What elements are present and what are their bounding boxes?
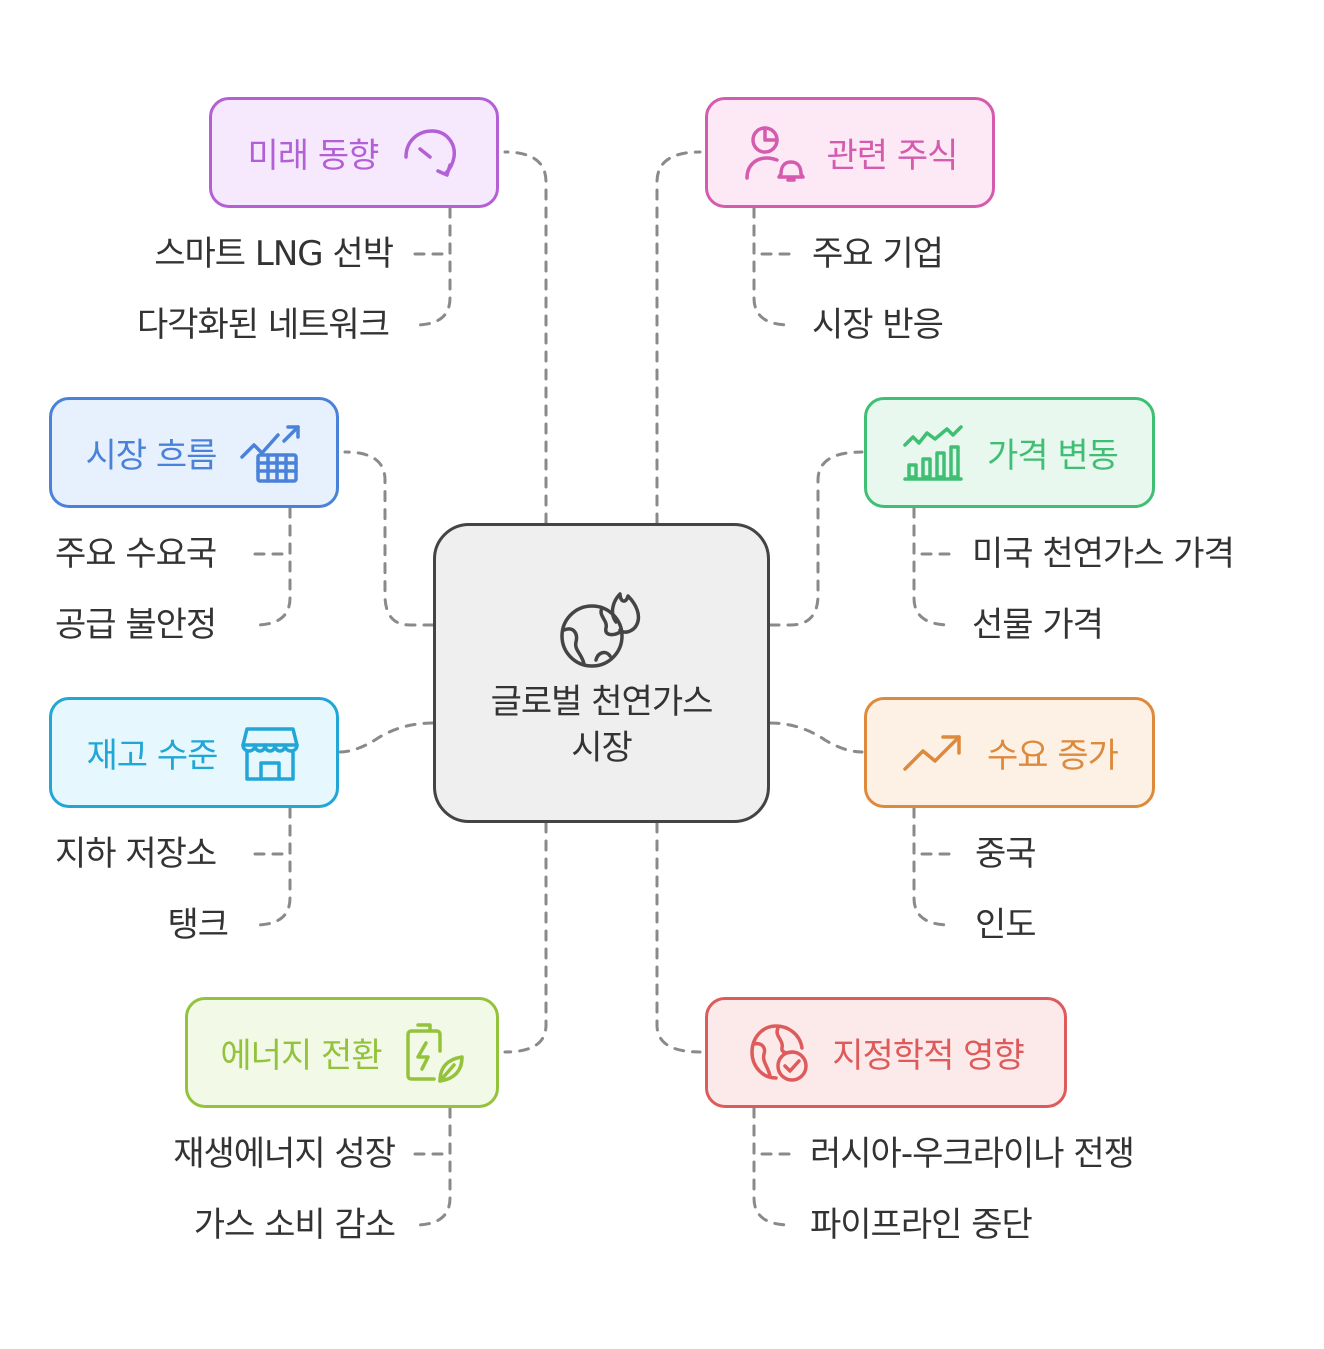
- branch-inventory-label: 재고 수준: [86, 736, 219, 776]
- branch-price-change-label: 가격 변동: [987, 436, 1119, 476]
- trend-up-icon: [903, 734, 961, 771]
- branch-energy-transition[interactable]: 에너지 전환: [185, 997, 499, 1108]
- user-chart-bell-icon: [744, 125, 805, 182]
- branch-market-flow[interactable]: 시장 흐름: [49, 397, 339, 508]
- leaf-diversified-network: 다각화된 네트워크: [136, 305, 390, 345]
- branch-related-stocks[interactable]: 관련 주식: [705, 97, 995, 208]
- bar-chart-trend-icon: [903, 424, 963, 481]
- leaf-us-natural-gas-price: 미국 천연가스 가격: [972, 534, 1235, 574]
- branch-demand-growth-label: 수요 증가: [987, 736, 1119, 776]
- center-topic-node[interactable]: 글로벌 천연가스 시장: [433, 523, 770, 823]
- leaf-tank: 탱크: [167, 905, 229, 945]
- leaf-renewable-growth: 재생에너지 성장: [173, 1134, 396, 1174]
- leaf-major-companies: 주요 기업: [812, 234, 944, 274]
- leaf-china: 중국: [975, 834, 1037, 874]
- rotate-arrow-icon: [404, 128, 457, 177]
- branch-future-trends-label: 미래 동향: [247, 136, 380, 176]
- branch-price-change[interactable]: 가격 변동: [864, 397, 1155, 508]
- leaf-futures-price: 선물 가격: [972, 605, 1104, 645]
- branch-energy-transition-label: 에너지 전환: [220, 1036, 382, 1076]
- building-growth-icon: [240, 424, 301, 483]
- center-topic-title: 글로벌 천연가스 시장: [490, 682, 714, 768]
- leaf-market-reaction: 시장 반응: [812, 305, 944, 345]
- leaf-gas-consumption-decline: 가스 소비 감소: [193, 1205, 396, 1245]
- branch-future-trends[interactable]: 미래 동향: [209, 97, 499, 208]
- leaf-underground-storage: 지하 저장소: [55, 834, 217, 874]
- leaf-pipeline-disruption: 파이프라인 중단: [810, 1205, 1033, 1245]
- globe-check-icon: [750, 1023, 808, 1082]
- branch-geopolitics[interactable]: 지정학적 영향: [705, 997, 1067, 1108]
- branch-market-flow-label: 시장 흐름: [85, 436, 218, 476]
- leaf-major-demand-countries: 주요 수요국: [55, 534, 217, 574]
- branch-related-stocks-label: 관련 주식: [826, 136, 959, 176]
- leaf-supply-instability: 공급 불안정: [55, 605, 217, 645]
- branch-demand-growth[interactable]: 수요 증가: [864, 697, 1155, 808]
- branch-inventory[interactable]: 재고 수준: [49, 697, 339, 808]
- globe-flame-icon: [559, 592, 640, 668]
- branch-geopolitics-label: 지정학적 영향: [832, 1036, 1024, 1076]
- leaf-india: 인도: [975, 905, 1037, 945]
- leaf-russia-ukraine-war: 러시아-우크라이나 전쟁: [810, 1134, 1135, 1174]
- store-icon: [241, 726, 300, 781]
- leaf-smart-lng-ship: 스마트 LNG 선박: [154, 234, 394, 274]
- battery-leaf-icon: [405, 1022, 464, 1083]
